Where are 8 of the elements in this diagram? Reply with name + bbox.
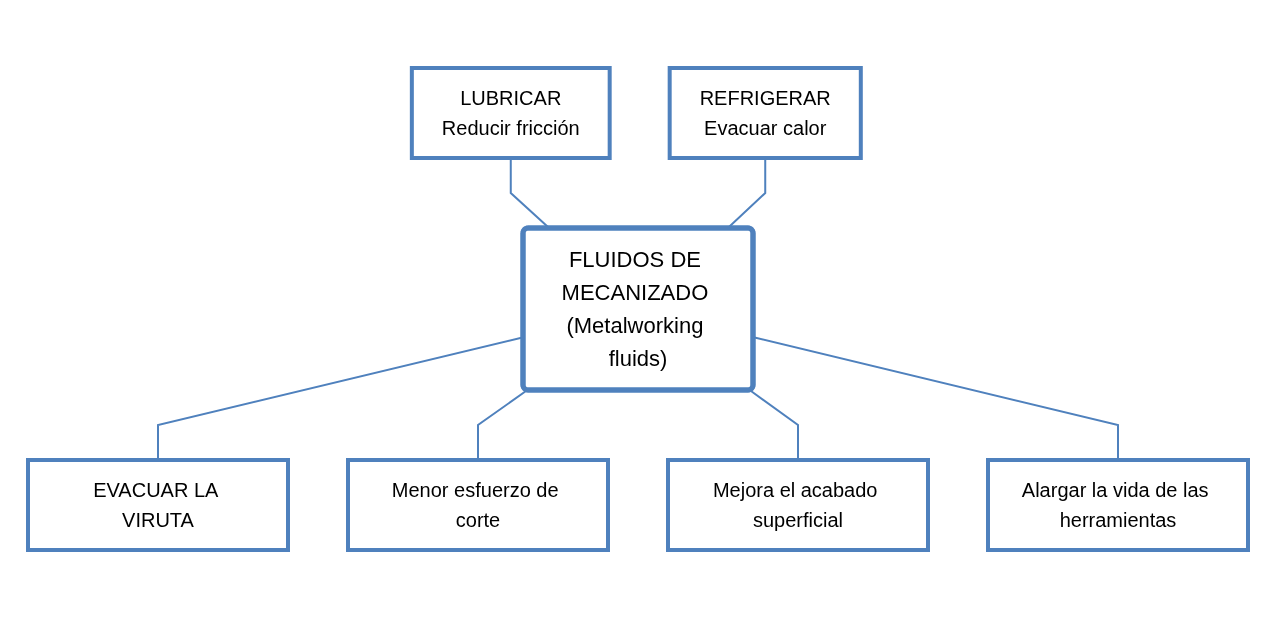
node-box: Alargar la vida de las herramientas bbox=[985, 458, 1250, 552]
node-box: REFRIGERAR Evacuar calor bbox=[667, 66, 863, 160]
node-box: LUBRICAR Reducir fricción bbox=[409, 66, 612, 160]
connector bbox=[476, 389, 528, 461]
connector bbox=[748, 389, 799, 461]
node-box: Mejora el acabado superficial bbox=[665, 458, 930, 552]
node-box: Menor esfuerzo de corte bbox=[345, 458, 610, 552]
node-box: EVACUAR LA VIRUTA bbox=[25, 458, 290, 552]
